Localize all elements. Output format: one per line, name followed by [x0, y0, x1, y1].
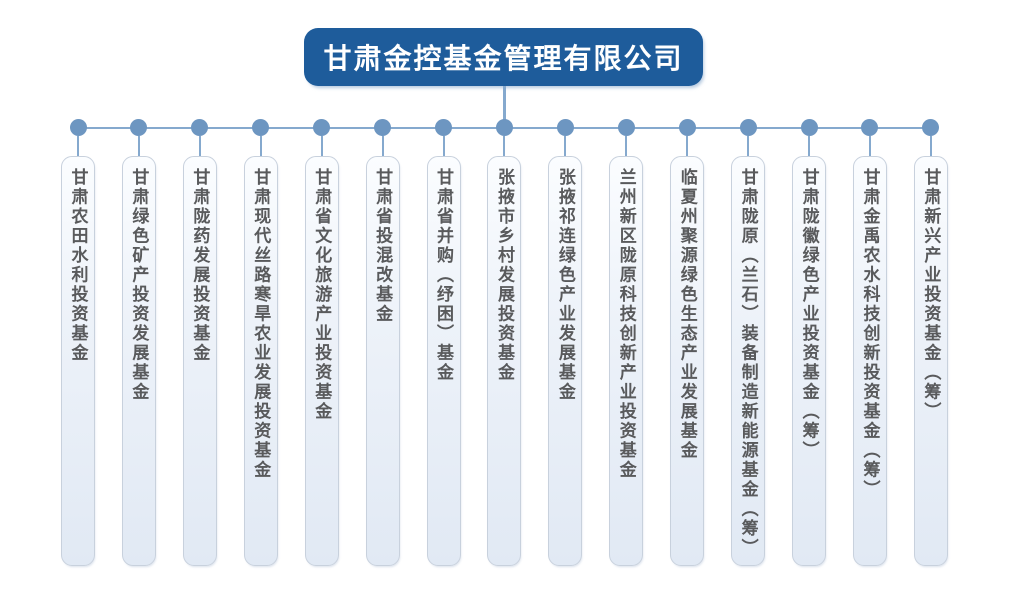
fund-branch: 甘肃陇药发展投资基金 [182, 119, 217, 566]
connector-stem [686, 136, 689, 156]
connector-stem [320, 136, 323, 156]
connector-dot [435, 119, 453, 136]
connector-dot [69, 119, 87, 136]
fund-branch: 甘肃省投混改基金 [365, 119, 400, 566]
fund-branch: 甘肃金禹农水科技创新投资基金（筹） [852, 119, 887, 566]
connector-dot [313, 119, 331, 136]
fund-node: 甘肃陇原（兰石）装备制造新能源基金（筹） [731, 156, 766, 566]
connector-dot [678, 119, 696, 136]
connector-dot [191, 119, 209, 136]
connector-dot [495, 119, 513, 136]
connector-stem [625, 136, 628, 156]
fund-node: 甘肃省文化旅游产业投资基金 [304, 156, 339, 566]
fund-node: 张掖市乡村发展投资基金 [487, 156, 522, 566]
fund-branch: 甘肃新兴产业投资基金（筹） [913, 119, 948, 566]
fund-columns: 甘肃农田水利投资基金 甘肃绿色矿产投资发展基金 甘肃陇药发展投资基金 甘肃现代丝… [61, 119, 948, 566]
connector-stem [929, 136, 932, 156]
fund-node: 甘肃新兴产业投资基金（筹） [913, 156, 948, 566]
fund-branch: 张掖市乡村发展投资基金 [487, 119, 522, 566]
fund-node-label: 甘肃省并购（纾困）基金 [434, 168, 454, 383]
fund-node: 甘肃农田水利投资基金 [61, 156, 95, 566]
fund-node-label: 甘肃省文化旅游产业投资基金 [312, 168, 332, 422]
connector-dot [861, 119, 879, 136]
fund-node-label: 张掖祁连绿色产业发展基金 [555, 168, 575, 402]
fund-branch: 甘肃陇原（兰石）装备制造新能源基金（筹） [731, 119, 766, 566]
fund-node: 甘肃省投混改基金 [365, 156, 400, 566]
fund-node-label: 甘肃省投混改基金 [373, 168, 393, 324]
fund-node-label: 甘肃现代丝路寒旱农业发展投资基金 [251, 168, 271, 480]
connector-stem [503, 136, 506, 156]
fund-node-label: 甘肃陇药发展投资基金 [190, 168, 210, 363]
fund-branch: 甘肃绿色矿产投资发展基金 [121, 119, 156, 566]
root-node: 甘肃金控基金管理有限公司 [304, 28, 703, 86]
connector-stem [442, 136, 445, 156]
fund-node-label: 甘肃绿色矿产投资发展基金 [129, 168, 149, 402]
connector-stem [77, 136, 79, 156]
connector-dot [617, 119, 635, 136]
connector-stem [747, 136, 750, 156]
fund-node: 甘肃省并购（纾困）基金 [426, 156, 461, 566]
fund-node: 兰州新区陇原科技创新产业投资基金 [609, 156, 644, 566]
connector-dot [739, 119, 757, 136]
fund-node: 甘肃陇徽绿色产业投资基金（筹） [792, 156, 827, 566]
connector-stem [381, 136, 384, 156]
fund-branch: 甘肃省并购（纾困）基金 [426, 119, 461, 566]
fund-branch: 甘肃省文化旅游产业投资基金 [304, 119, 339, 566]
fund-node-label: 甘肃陇徽绿色产业投资基金（筹） [799, 168, 819, 461]
root-node-label: 甘肃金控基金管理有限公司 [323, 43, 684, 74]
fund-node-label: 甘肃新兴产业投资基金（筹） [921, 168, 941, 422]
fund-node: 甘肃现代丝路寒旱农业发展投资基金 [243, 156, 278, 566]
fund-node-label: 甘肃陇原（兰石）装备制造新能源基金（筹） [738, 168, 758, 558]
connector-dot [556, 119, 574, 136]
fund-branch: 临夏州聚源绿色生态产业发展基金 [670, 119, 705, 566]
connector-stem [259, 136, 262, 156]
connector-dot [252, 119, 270, 136]
fund-branch: 张掖祁连绿色产业发展基金 [548, 119, 583, 566]
fund-node: 临夏州聚源绿色生态产业发展基金 [670, 156, 705, 566]
connector-dot [800, 119, 818, 136]
connector-stem [868, 136, 871, 156]
fund-node-label: 临夏州聚源绿色生态产业发展基金 [677, 168, 697, 461]
fund-node: 甘肃金禹农水科技创新投资基金（筹） [852, 156, 887, 566]
connector-stem [564, 136, 567, 156]
fund-node-label: 甘肃农田水利投资基金 [68, 168, 88, 363]
fund-branch: 甘肃陇徽绿色产业投资基金（筹） [792, 119, 827, 566]
connector-stem [808, 136, 811, 156]
fund-node-label: 甘肃金禹农水科技创新投资基金（筹） [860, 168, 880, 500]
connector-dot [130, 119, 148, 136]
connector-dot [922, 119, 940, 136]
connector-root-stem [503, 86, 506, 128]
fund-node-label: 兰州新区陇原科技创新产业投资基金 [616, 168, 636, 480]
fund-branch: 甘肃现代丝路寒旱农业发展投资基金 [243, 119, 278, 566]
fund-branch: 兰州新区陇原科技创新产业投资基金 [609, 119, 644, 566]
connector-stem [198, 136, 201, 156]
fund-node: 甘肃陇药发展投资基金 [182, 156, 217, 566]
connector-stem [137, 136, 140, 156]
connector-dot [374, 119, 392, 136]
fund-node: 甘肃绿色矿产投资发展基金 [121, 156, 156, 566]
fund-branch: 甘肃农田水利投资基金 [61, 119, 95, 566]
fund-node: 张掖祁连绿色产业发展基金 [548, 156, 583, 566]
fund-node-label: 张掖市乡村发展投资基金 [494, 168, 514, 383]
